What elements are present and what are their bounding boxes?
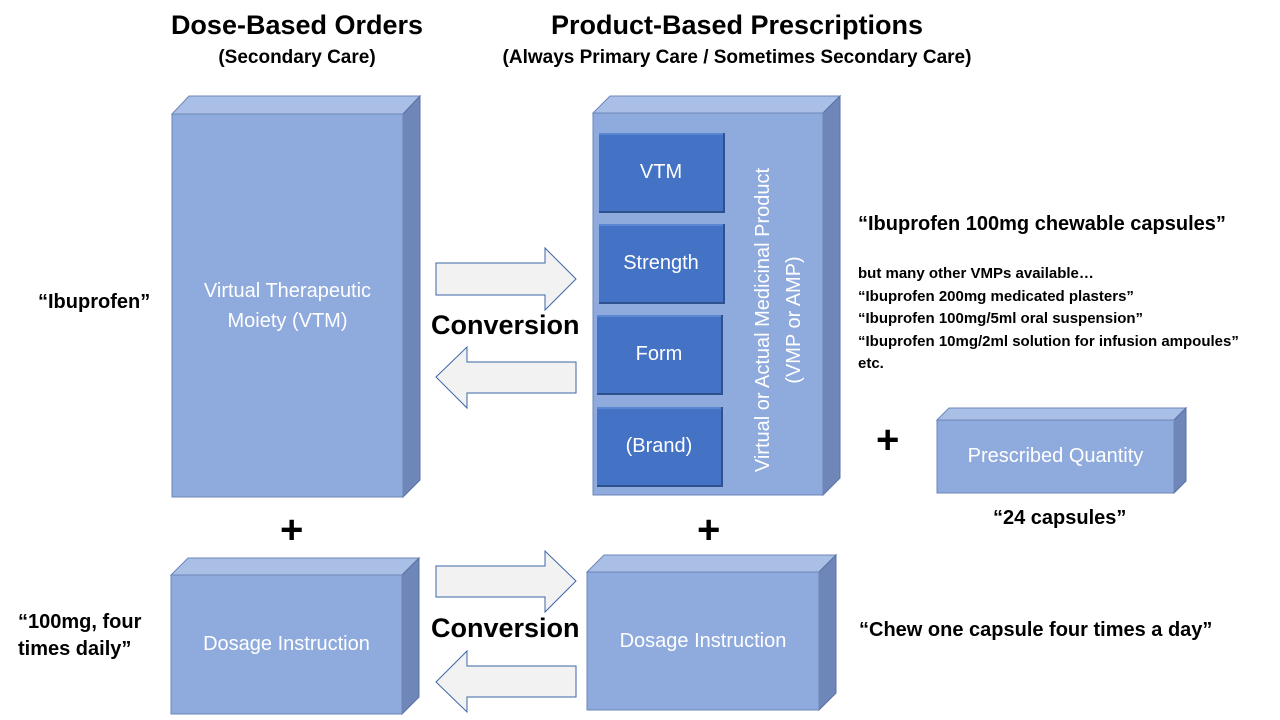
example-chewable: “Ibuprofen 100mg chewable capsules” bbox=[858, 213, 1226, 235]
example-dose-line2: times daily” bbox=[18, 638, 132, 660]
vtm-label: Virtual Therapeutic Moiety (VTM) bbox=[172, 276, 403, 336]
example-ibuprofen: “Ibuprofen” bbox=[38, 291, 151, 313]
arrow-right-icon bbox=[435, 246, 577, 312]
vtm-box bbox=[170, 94, 422, 499]
example-capsules: “24 capsules” bbox=[993, 507, 1127, 529]
conversion-label-top: Conversion bbox=[431, 310, 580, 340]
plus-sign-right: + bbox=[697, 508, 721, 552]
example-dose-line1: “100mg, four bbox=[18, 611, 142, 633]
plus-sign-quantity: + bbox=[876, 418, 900, 462]
dosage-left-label: Dosage Instruction bbox=[203, 633, 370, 655]
right-subtitle: (Always Primary Care / Sometimes Seconda… bbox=[502, 47, 972, 68]
dosage-left-box bbox=[169, 556, 421, 716]
inner-brand-box: (Brand) bbox=[597, 407, 723, 487]
inner-strength-box: Strength bbox=[599, 224, 725, 304]
other-vmp-item: “Ibuprofen 200mg medicated plasters” bbox=[858, 287, 1134, 305]
inner-form-box: Form bbox=[597, 315, 723, 395]
quantity-label: Prescribed Quantity bbox=[967, 445, 1144, 467]
dosage-right-box bbox=[585, 553, 838, 712]
example-chew-instruction: “Chew one capsule four times a day” bbox=[859, 619, 1213, 641]
plus-sign-left: + bbox=[280, 508, 304, 552]
quantity-box bbox=[935, 406, 1188, 495]
arrow-right-icon bbox=[435, 549, 577, 614]
other-vmps-etc: etc. bbox=[858, 355, 884, 372]
other-vmps-list: but many other VMPs available… “Ibuprofe… bbox=[858, 263, 1239, 376]
dosage-right-label: Dosage Instruction bbox=[619, 630, 787, 652]
left-subtitle: (Secondary Care) bbox=[218, 47, 376, 68]
arrow-left-icon bbox=[435, 649, 577, 714]
example-dose: “100mg, four times daily” bbox=[18, 609, 141, 663]
right-title: Product-Based Prescriptions bbox=[550, 10, 924, 40]
conversion-label-bottom: Conversion bbox=[431, 613, 580, 643]
arrow-left-icon bbox=[435, 345, 577, 410]
other-vmp-item: “Ibuprofen 10mg/2ml solution for infusio… bbox=[858, 332, 1239, 350]
vtm-label-line2: Moiety (VTM) bbox=[227, 310, 348, 332]
vmp-label: Virtual or Actual Medicinal Product (VMP… bbox=[748, 145, 810, 495]
vmp-label-line2: (VMP or AMP) bbox=[783, 256, 805, 384]
other-vmp-item: “Ibuprofen 100mg/5ml oral suspension” bbox=[858, 310, 1144, 327]
other-vmps-intro: but many other VMPs available… bbox=[858, 265, 1094, 282]
left-title: Dose-Based Orders bbox=[170, 10, 424, 40]
vmp-label-line1: Virtual or Actual Medicinal Product bbox=[752, 167, 774, 473]
inner-vtm-box: VTM bbox=[599, 133, 725, 213]
vtm-label-line1: Virtual Therapeutic bbox=[203, 280, 372, 302]
